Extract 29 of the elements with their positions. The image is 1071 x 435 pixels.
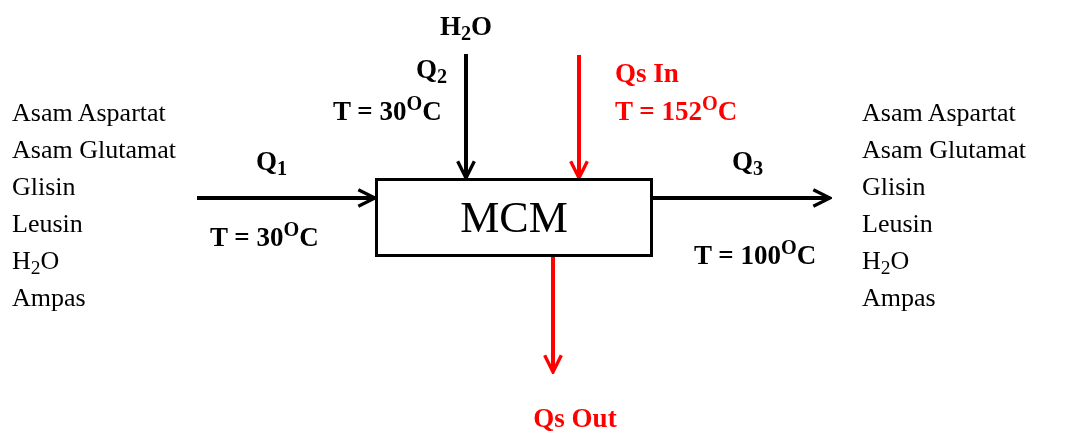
- stream-parameter: Q$_{3}$: [732, 145, 764, 178]
- stream-item: Asam Aspartat: [862, 97, 1016, 129]
- arrow: [197, 188, 377, 208]
- stream-item: H$_{2}$O: [862, 245, 910, 279]
- stream-name: H$_{2}$O: [439, 11, 493, 41]
- stream-item: Leusin: [12, 208, 83, 240]
- stream-parameter: T = 152$^{O}$C: [615, 94, 738, 128]
- arrow: [543, 257, 563, 374]
- stream-parameter: Q$_{2}$: [416, 53, 448, 86]
- stream-item: Ampas: [862, 282, 936, 314]
- stream-item: Glisin: [862, 171, 926, 203]
- stream-item: H$_{2}$O: [12, 245, 60, 279]
- stream-name: Qs Out: [533, 403, 617, 433]
- process-name: MCM: [460, 191, 568, 244]
- arrow: [653, 188, 832, 208]
- stream-item: Ampas: [12, 282, 86, 314]
- stream-item: Leusin: [862, 208, 933, 240]
- arrow: [569, 55, 589, 180]
- stream-parameter: T = 100$^{O}$C: [694, 238, 817, 272]
- stream-parameter: Qs In: [615, 57, 679, 90]
- stream-item: Asam Aspartat: [12, 97, 166, 129]
- stream-parameter: T = 30$^{O}$C: [333, 94, 442, 128]
- stream-parameter: T = 30$^{O}$C: [210, 220, 319, 254]
- process-box: [375, 178, 653, 257]
- stream-item: Asam Glutamat: [12, 134, 176, 166]
- stream-item: Glisin: [12, 171, 76, 203]
- arrow: [456, 54, 476, 180]
- stream-item: Asam Glutamat: [862, 134, 1026, 166]
- stream-parameter: Q$_{1}$: [256, 145, 288, 178]
